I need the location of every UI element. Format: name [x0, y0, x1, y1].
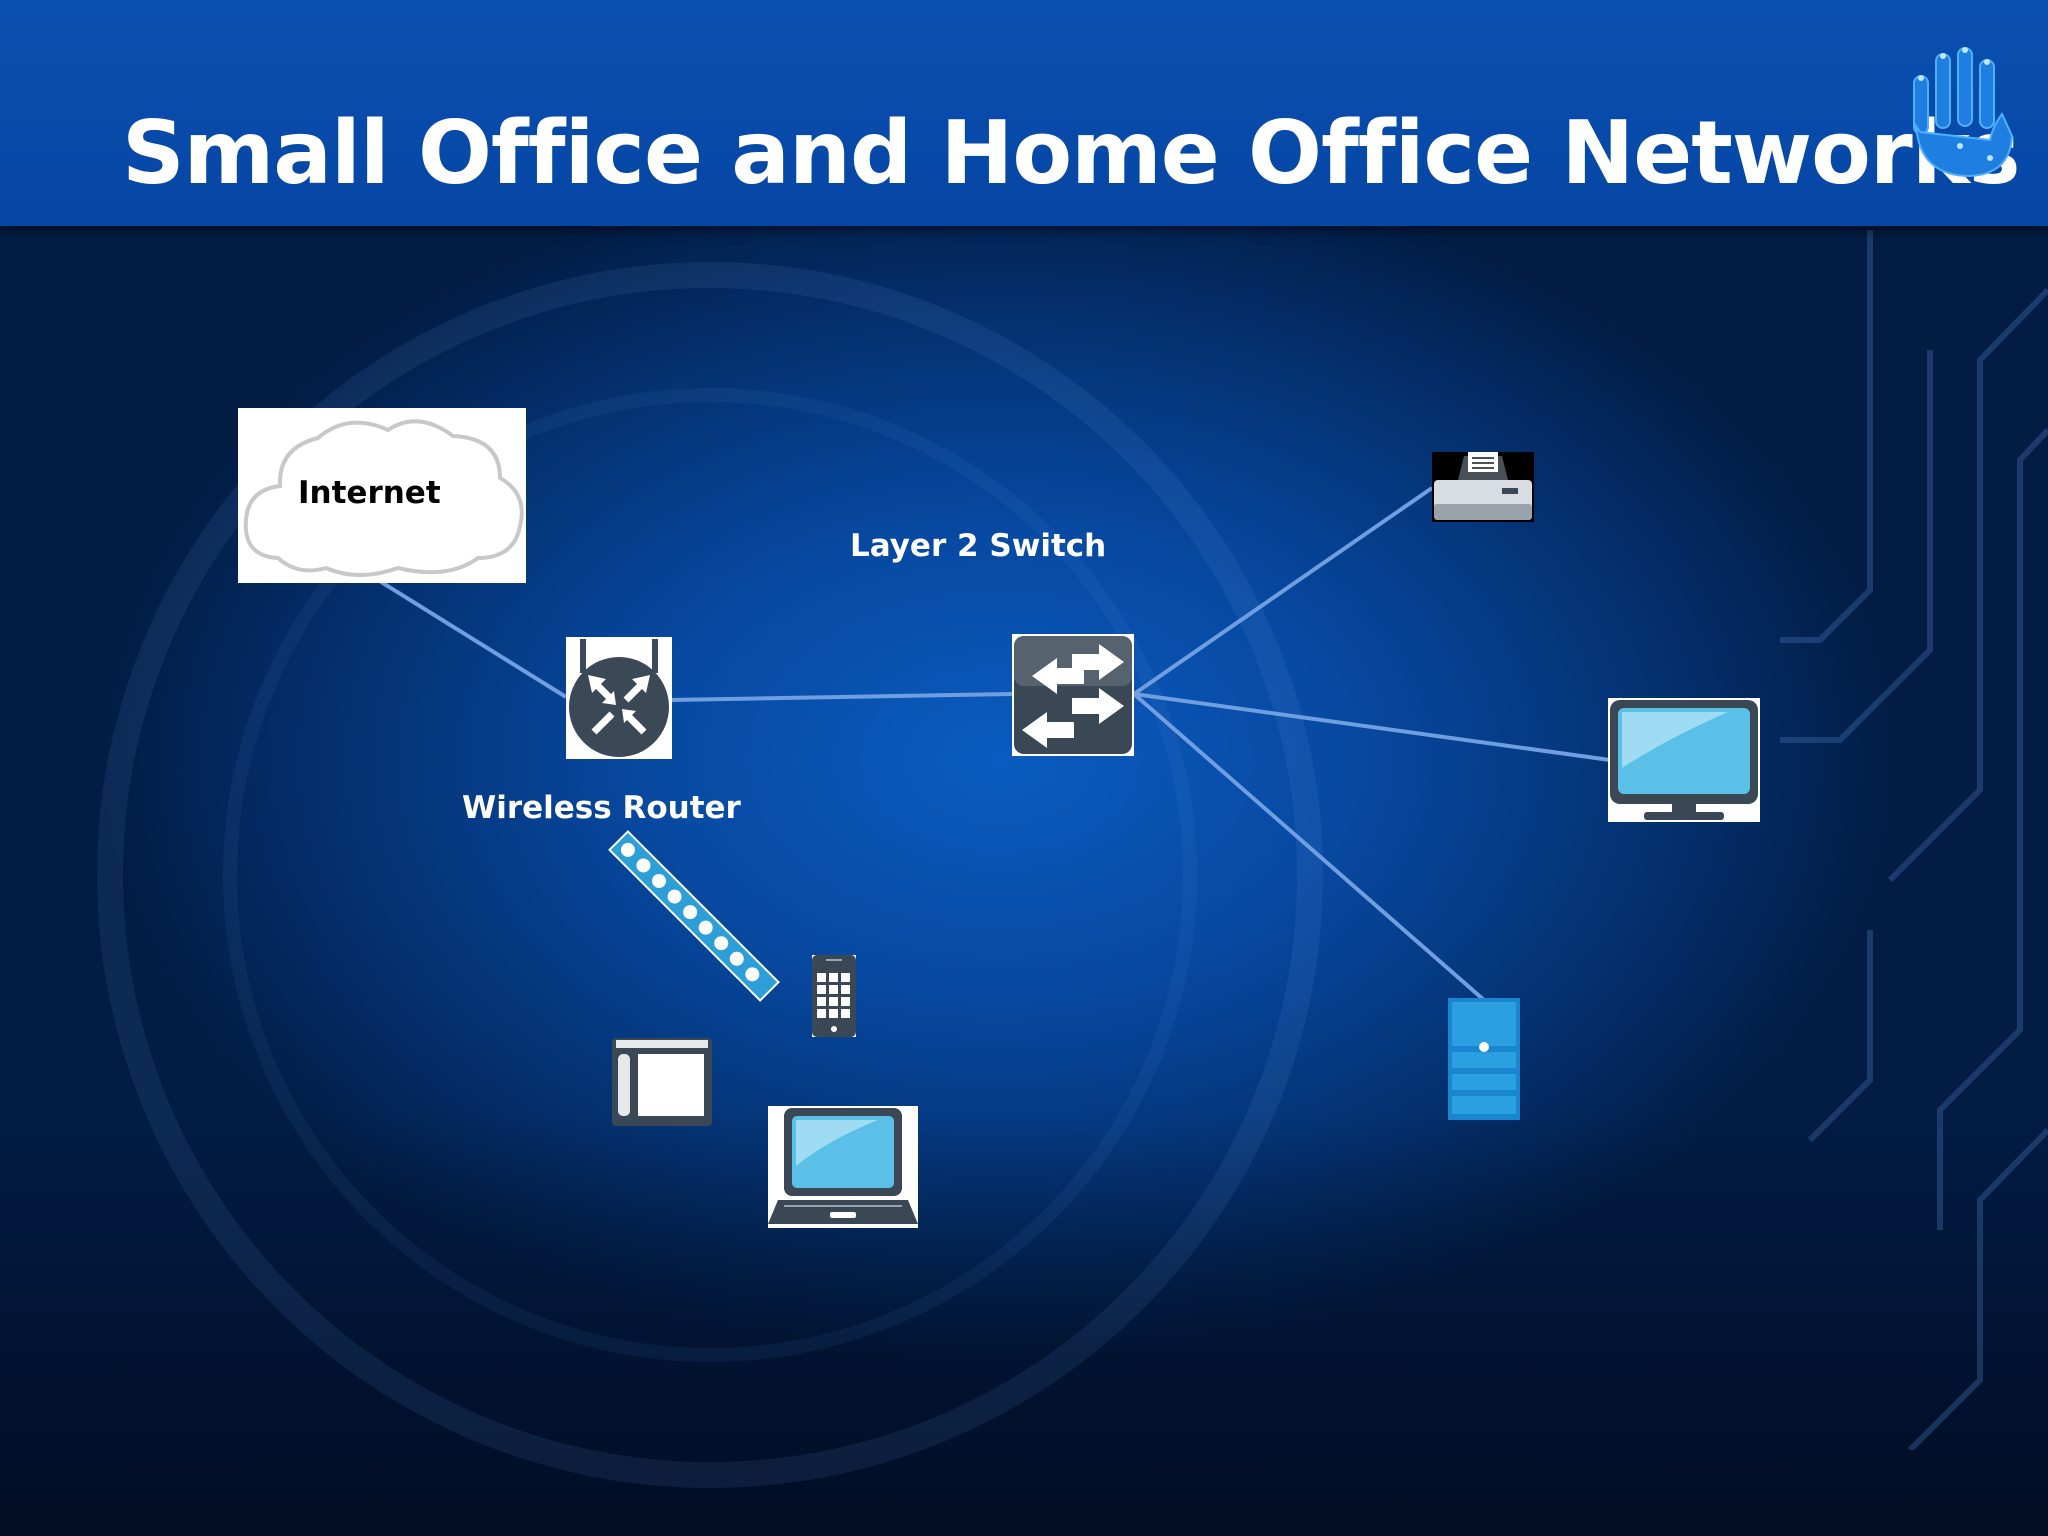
server-icon [1448, 998, 1520, 1120]
hand-logo-icon [1913, 47, 2014, 178]
tablet-node [612, 1038, 712, 1126]
printer-icon [1434, 452, 1532, 520]
router-icon [569, 639, 669, 757]
wireless-router-node [566, 637, 672, 759]
circuit-decoration [1780, 230, 2048, 1450]
laptop-node [768, 1106, 918, 1228]
tablet-icon [612, 1038, 712, 1126]
cloud-icon [243, 419, 524, 577]
wireless-router-label: Wireless Router [462, 790, 741, 826]
desktop-monitor-node [1608, 698, 1760, 822]
link-switch-monitor [1133, 692, 1611, 762]
layer2-switch-node [1012, 634, 1134, 756]
background-shade [0, 1116, 2048, 1536]
laptop-icon [768, 1108, 918, 1224]
background-arc-decoration [97, 262, 1323, 1488]
printer-node [1432, 452, 1534, 522]
link-switch-server [1132, 692, 1486, 1002]
switch-icon [1014, 636, 1132, 754]
server-node [1448, 998, 1520, 1120]
link-internet-router [376, 578, 568, 699]
link-switch-printer [1132, 486, 1434, 696]
phone-icon [812, 955, 856, 1037]
internet-label: Internet [298, 475, 441, 511]
link-router-switch [669, 692, 1013, 702]
smartphone-node [812, 955, 856, 1037]
wireless-link [608, 830, 780, 1002]
internet-cloud-node [238, 408, 526, 583]
slide-title: Small Office and Home Office Networks [122, 102, 2020, 204]
switch-label: Layer 2 Switch [850, 528, 1107, 564]
monitor-icon [1610, 700, 1758, 820]
title-bar: Small Office and Home Office Networks [0, 0, 2048, 226]
